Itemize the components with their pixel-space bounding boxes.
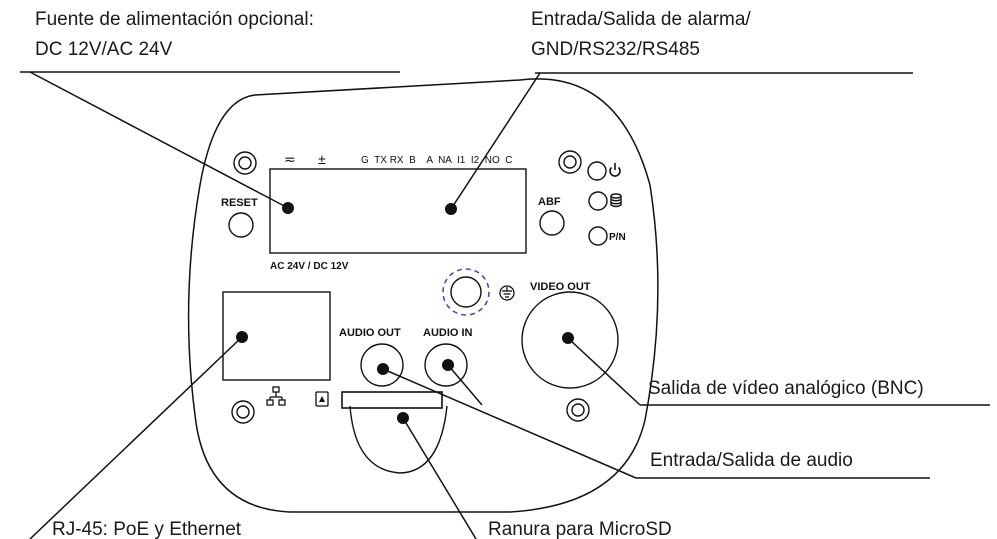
callout-power-line1: Fuente de alimentación opcional: bbox=[35, 9, 314, 30]
leader-lines bbox=[20, 71, 990, 539]
callout-microsd: Ranura para MicroSD bbox=[488, 519, 672, 539]
audio-in-jack[interactable] bbox=[424, 343, 468, 387]
ground-icon bbox=[499, 285, 515, 301]
sd-card-icon bbox=[315, 391, 329, 407]
power-rating-label: AC 24V / DC 12V bbox=[270, 261, 349, 272]
screw-top-right bbox=[558, 150, 582, 174]
callout-rj45: RJ-45: PoE y Ethernet bbox=[52, 519, 242, 539]
callout-video: Salida de vídeo analógico (BNC) bbox=[648, 378, 924, 399]
abf-button[interactable] bbox=[539, 210, 565, 236]
callout-audio: Entrada/Salida de audio bbox=[650, 450, 853, 471]
pn-label: P/N bbox=[609, 232, 626, 243]
microsd-slot-cover bbox=[349, 405, 448, 474]
callout-alarm-line1: Entrada/Salida de alarma/ bbox=[531, 9, 751, 30]
audio-out-label: AUDIO OUT bbox=[339, 327, 401, 339]
storage-led bbox=[588, 191, 608, 211]
camera-body-outline bbox=[187, 78, 659, 513]
network-icon bbox=[266, 386, 286, 406]
callout-alarm-line2: GND/RS232/RS485 bbox=[531, 39, 700, 60]
screw-bottom-right bbox=[566, 398, 590, 422]
reset-label: RESET bbox=[221, 197, 258, 209]
dc-symbol: ± bbox=[318, 151, 326, 167]
abf-label: ABF bbox=[538, 196, 561, 208]
screw-bottom-left bbox=[231, 400, 255, 424]
ac-symbol: ≂ bbox=[284, 151, 296, 167]
callout-power-line2: DC 12V/AC 24V bbox=[35, 39, 173, 60]
video-out-label: VIDEO OUT bbox=[530, 281, 591, 293]
audio-in-label: AUDIO IN bbox=[423, 327, 473, 339]
ground-lug bbox=[450, 276, 482, 308]
audio-out-jack[interactable] bbox=[360, 343, 404, 387]
power-led bbox=[587, 161, 607, 181]
power-icon bbox=[609, 163, 621, 177]
terminal-labels: G TX RX B A NA I1 I2 NO C bbox=[361, 155, 513, 166]
terminal-block bbox=[269, 168, 527, 254]
reset-button[interactable] bbox=[228, 212, 254, 238]
video-out-bnc[interactable] bbox=[521, 291, 619, 389]
pn-led bbox=[588, 226, 608, 246]
microsd-slot[interactable] bbox=[341, 391, 443, 409]
ground-lug-outline bbox=[442, 268, 490, 316]
rj45-port[interactable] bbox=[222, 291, 331, 381]
screw-top-left bbox=[233, 151, 257, 175]
database-icon bbox=[610, 193, 622, 208]
